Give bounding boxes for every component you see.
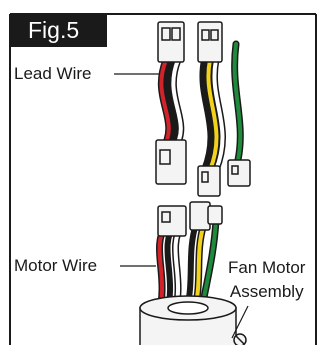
callout-leaders	[114, 73, 249, 339]
fan-motor-label-line2: Assembly	[229, 282, 304, 301]
fan-motor-assembly-label: Fan Motor Assembly	[228, 256, 305, 304]
motor-connector-icon	[157, 201, 223, 237]
motor-wire-label: Motor Wire	[14, 256, 98, 275]
motor-housing-icon	[139, 295, 247, 345]
figure-label: Fig.5	[10, 14, 107, 47]
connector-icon	[155, 21, 251, 197]
fan-motor-label-line1: Fan Motor	[228, 258, 306, 277]
lead-wire-bundle	[157, 40, 244, 174]
lead-wire-black-2	[199, 57, 214, 173]
lead-wire-label: Lead Wire	[14, 64, 92, 83]
